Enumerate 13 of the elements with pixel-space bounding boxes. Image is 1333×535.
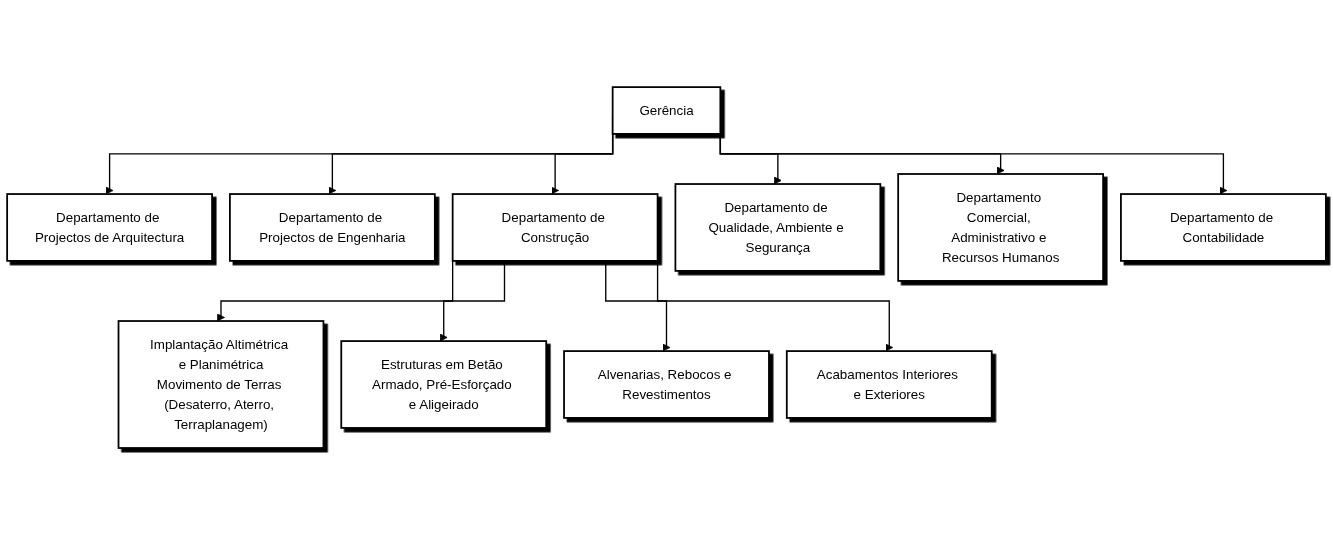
node-box: Departamento de Qualidade, Ambiente e Segurança (674, 183, 882, 272)
node-box: Departamento de Projectos de Arquitectura (6, 193, 213, 262)
node-box: Alvenarias, Rebocos e Revestimentos (563, 350, 770, 419)
arrow (439, 260, 506, 342)
node-box: Acabamentos Interiores e Exteriores (785, 350, 993, 419)
node-box: Implantação Altimétrica e Planimétrica Movimento de Terras (Desaterro, Aterro, Terraplanagem) (117, 320, 325, 449)
node-box: Departamento de Projectos de Engenharia (229, 193, 436, 262)
node-box: Departamento de Construção (451, 193, 659, 262)
node-box: Departamento de Contabilidade (1120, 193, 1327, 262)
node-box: Estruturas em Betão Armado, Pré-Esforçado e Aligeirado (340, 340, 548, 429)
node-box: Departamento Comercial, Administrativo e Recursos Humanos (897, 173, 1104, 282)
node-box: Gerência (611, 86, 722, 135)
arrow (605, 260, 671, 352)
